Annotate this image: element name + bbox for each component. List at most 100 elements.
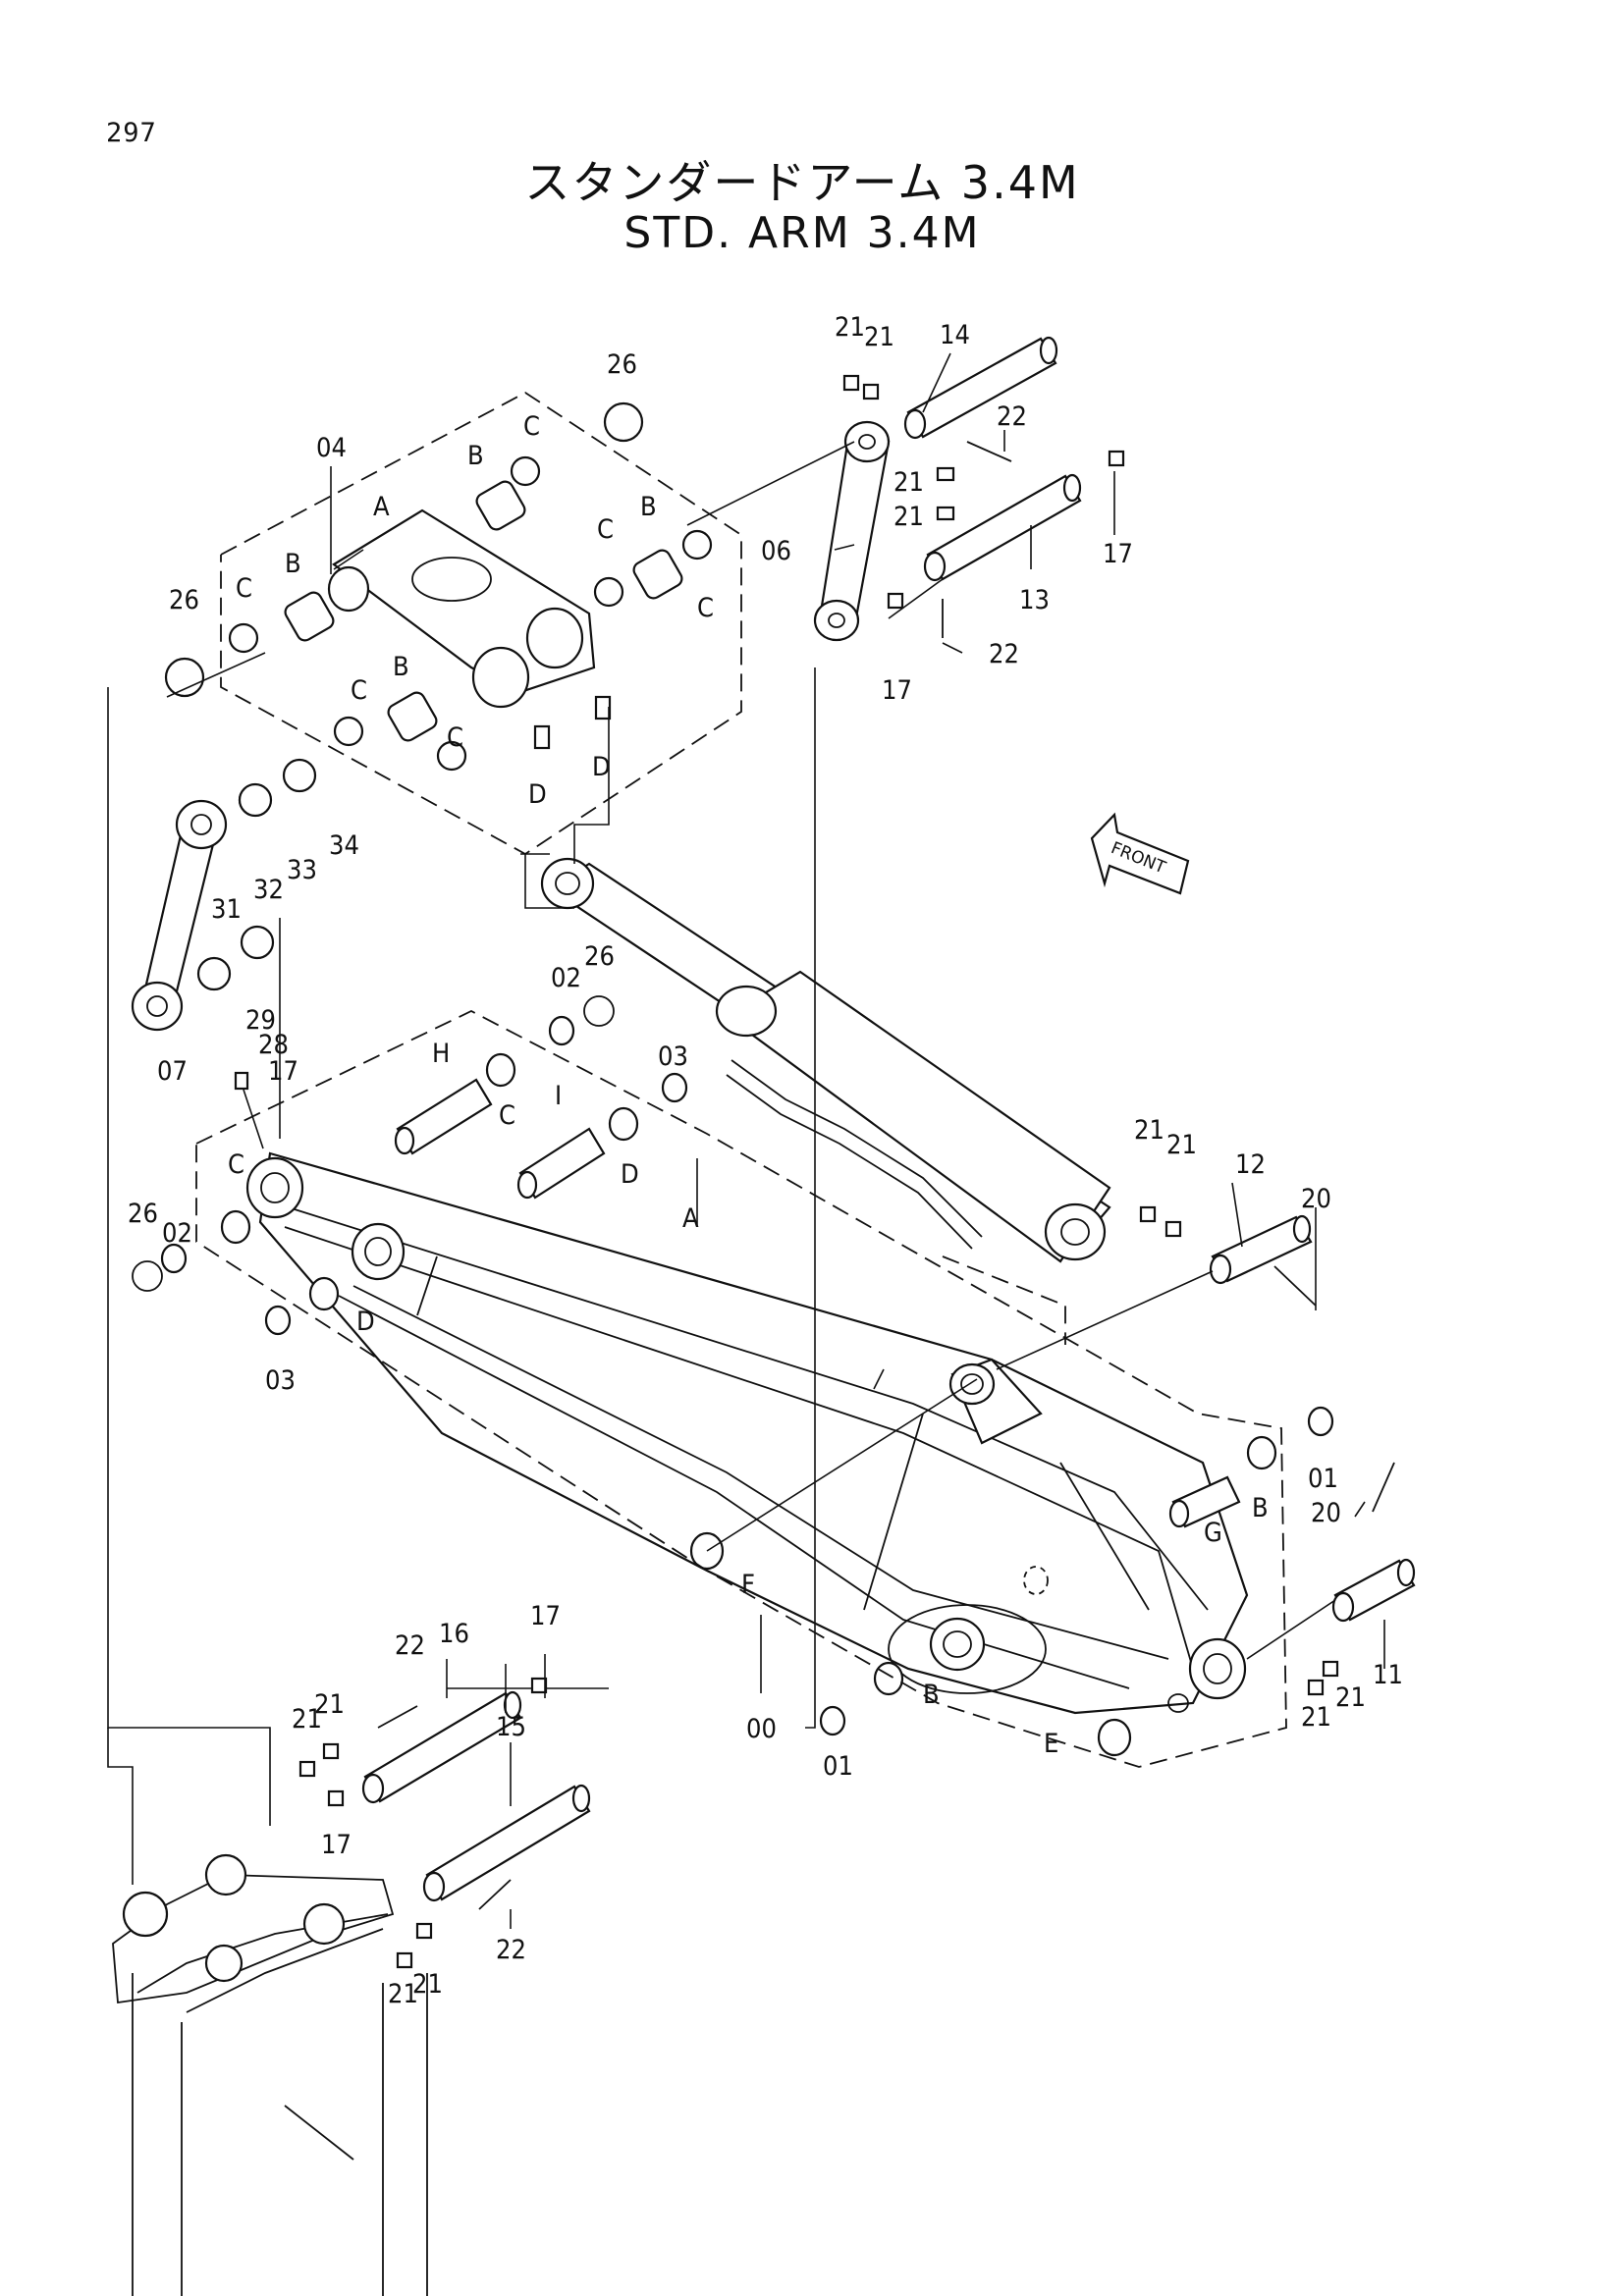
callout-label: 21 xyxy=(1166,1130,1197,1160)
callout-label: B xyxy=(393,652,409,682)
pin-12 xyxy=(1209,1214,1313,1285)
dashed-assembly-outlines xyxy=(195,391,1287,1768)
callout-label: 20 xyxy=(1311,1498,1341,1528)
callout-label: 17 xyxy=(321,1830,352,1860)
pin-11 xyxy=(1331,1558,1416,1623)
callout-label: D xyxy=(528,779,547,810)
callout-label: 02 xyxy=(551,963,581,993)
callout-label: 21 xyxy=(292,1704,322,1735)
arm-body xyxy=(245,1151,1249,1715)
callout-label: B xyxy=(467,441,484,471)
assembly-lines xyxy=(107,441,1336,1885)
callout-label: 17 xyxy=(1103,539,1133,569)
page-number: 297 xyxy=(106,118,157,148)
callout-label: C xyxy=(447,722,463,753)
callout-label: I xyxy=(555,1081,562,1111)
title-english: STD. ARM 3.4M xyxy=(623,208,981,258)
pin-14 xyxy=(903,336,1058,440)
callout-label: 21 xyxy=(388,1979,418,2009)
callout-label: 11 xyxy=(1373,1660,1403,1690)
callout-label: D xyxy=(592,752,611,782)
callout-label: 21 xyxy=(314,1689,345,1720)
callout-label: 12 xyxy=(1235,1149,1266,1180)
callout-label: D xyxy=(356,1307,375,1337)
bushing-G xyxy=(1168,1475,1241,1528)
callout-label: 26 xyxy=(584,941,615,972)
callout-label: 16 xyxy=(439,1619,469,1649)
callout-label: 22 xyxy=(496,1935,526,1965)
callout-label: 21 xyxy=(893,502,924,532)
arm-cylinder xyxy=(540,857,1111,1263)
callout-label: C xyxy=(228,1149,244,1180)
callout-label: 21 xyxy=(893,467,924,498)
pin-13 xyxy=(923,473,1082,582)
callout-label: 07 xyxy=(157,1056,188,1087)
title-japanese: スタンダードアーム 3.4M xyxy=(524,156,1080,209)
callout-label: C xyxy=(697,593,714,623)
callout-label: 22 xyxy=(997,401,1027,432)
callout-label: 32 xyxy=(253,875,284,905)
callout-label: 03 xyxy=(265,1365,296,1396)
callout-label: 26 xyxy=(169,585,199,615)
callout-label: 02 xyxy=(162,1218,192,1249)
callout-label: A xyxy=(373,492,390,522)
callout-label: 01 xyxy=(823,1751,853,1782)
callout-label: 26 xyxy=(128,1199,158,1229)
callout-label: C xyxy=(523,411,540,442)
callout-label: 17 xyxy=(530,1601,561,1631)
callout-label: 21 xyxy=(1301,1702,1331,1733)
pin-H xyxy=(394,1078,493,1155)
callout-label: 26 xyxy=(607,349,637,380)
callout-label: 00 xyxy=(746,1714,777,1744)
callout-label: 21 xyxy=(1134,1115,1164,1146)
callout-label: 22 xyxy=(989,639,1019,669)
link-07 xyxy=(131,799,228,1032)
callout-label: F xyxy=(741,1570,755,1600)
shims-rings xyxy=(132,758,1334,1736)
callout-label: 04 xyxy=(316,433,347,463)
callout-label: 17 xyxy=(268,1056,298,1087)
callout-label: 21 xyxy=(835,312,865,343)
callout-label: 21 xyxy=(412,1969,443,2000)
callout-label: 06 xyxy=(761,536,791,566)
callout-label: 21 xyxy=(1335,1682,1366,1713)
callout-label: H xyxy=(432,1039,450,1069)
bucket-bracket xyxy=(112,1853,428,2296)
callout-label: E xyxy=(1044,1729,1058,1759)
pin-16 xyxy=(361,1690,522,1804)
link-bracket-assembly xyxy=(164,401,713,816)
pin-15 xyxy=(422,1784,591,1902)
callout-leaders xyxy=(243,352,1385,1929)
callout-label: 31 xyxy=(211,894,242,925)
bushings-small xyxy=(220,1052,1277,1757)
callout-label: C xyxy=(236,573,252,604)
callout-label: 13 xyxy=(1019,585,1050,615)
callout-label: A xyxy=(682,1203,699,1234)
callout-labels: 21 21 14 22 17 21 21 13 22 17 06 26 04 2… xyxy=(128,312,1403,2009)
callout-label: 17 xyxy=(882,675,912,706)
callout-label: C xyxy=(597,514,614,545)
callout-label: B xyxy=(923,1680,940,1710)
callout-label: 34 xyxy=(329,830,359,861)
callout-label: 22 xyxy=(395,1630,425,1661)
callout-label: 14 xyxy=(940,320,970,350)
callout-label: D xyxy=(621,1159,639,1190)
callout-label: 21 xyxy=(864,322,894,352)
callout-label: B xyxy=(1252,1493,1269,1523)
small-hardware xyxy=(234,374,1395,1969)
callout-label: G xyxy=(1204,1518,1222,1548)
callout-label: B xyxy=(285,549,301,579)
link-06 xyxy=(813,420,891,642)
callout-label: 01 xyxy=(1308,1464,1338,1494)
callout-label: C xyxy=(499,1100,515,1131)
callout-label: B xyxy=(640,492,657,522)
front-arrow-icon: FRONT xyxy=(1090,812,1190,895)
callout-label: 28 xyxy=(258,1030,289,1060)
callout-label: 03 xyxy=(658,1041,688,1072)
callout-label: 29 xyxy=(245,1005,276,1036)
callout-label: C xyxy=(351,675,367,706)
callout-label: 33 xyxy=(287,855,317,885)
callout-label: 20 xyxy=(1301,1184,1331,1214)
pin-I xyxy=(516,1127,606,1200)
